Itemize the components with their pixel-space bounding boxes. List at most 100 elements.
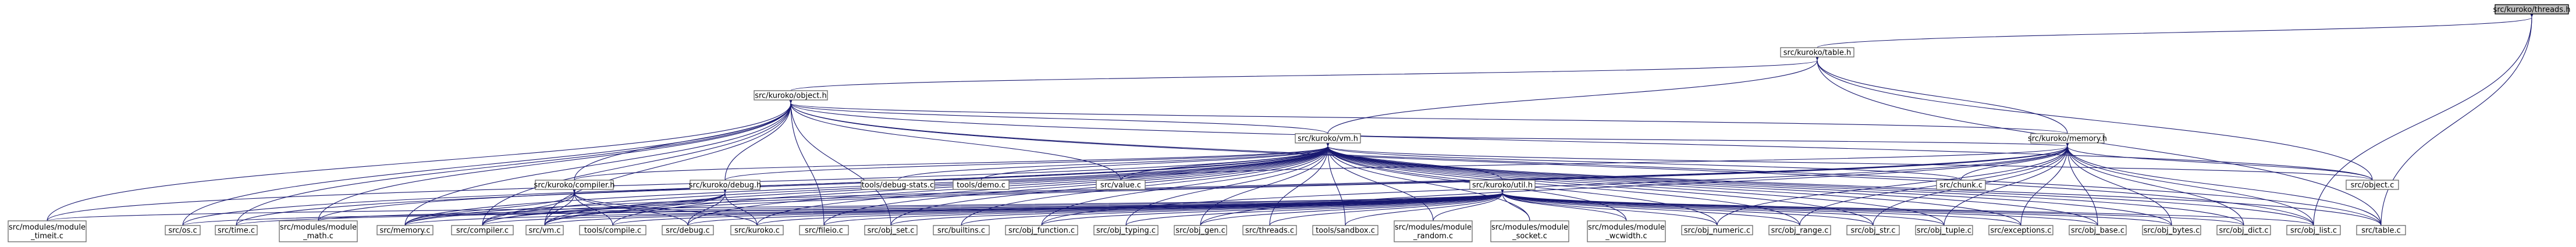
node-src-kuroko-compiler-h[interactable]: src/kuroko/compiler.h: [534, 180, 615, 190]
node-src-kuroko-table-h[interactable]: src/kuroko/table.h: [1780, 47, 1854, 58]
node-src-value-c[interactable]: src/value.c: [1096, 180, 1146, 190]
node-src-obj-typing-c[interactable]: src/obj_typing.c: [1093, 225, 1159, 235]
node-src-obj-tuple-c[interactable]: src/obj_tuple.c: [1915, 225, 1973, 235]
edge-src-modules-module-timeit-c-to-src-kuroko-vm-h: [47, 140, 1331, 221]
node-src-time-c[interactable]: src/time.c: [215, 225, 258, 235]
edge-src-chunk-c-to-src-kuroko-vm-h: [1325, 140, 1962, 181]
edge-src-vm-c-to-src-kuroko-util-h: [544, 187, 1505, 226]
edge-src-table-c-to-src-kuroko-vm-h: [1325, 140, 2382, 226]
node-label: src/value.c: [1100, 181, 1141, 190]
edge-src-object-c-to-src-kuroko-object-h: [788, 97, 2373, 181]
node-src-obj-function-c[interactable]: src/obj_function.c: [1005, 225, 1078, 235]
node-box: [2142, 225, 2201, 235]
node-box: [1096, 180, 1146, 190]
edge-src-obj-numeric-c-to-src-kuroko-memory-h: [1717, 140, 2070, 226]
node-src-table-c[interactable]: src/table.c: [2356, 225, 2406, 235]
node-tools-sandbox-c[interactable]: tools/sandbox.c: [1312, 225, 1378, 235]
node-src-kuroko-util-h[interactable]: src/kuroko/util.h: [1469, 180, 1536, 190]
node-src-obj-list-c[interactable]: src/obj_list.c: [2286, 225, 2341, 235]
node-src-modules-module-timeit-c[interactable]: src/modules/module_timeit.c: [8, 220, 87, 242]
node-src-exceptions-c[interactable]: src/exceptions.c: [1988, 225, 2053, 235]
node-label: src/obj_str.c: [1851, 227, 1896, 235]
node-src-modules-module-math-c[interactable]: src/modules/module_math.c: [279, 220, 358, 242]
node-src-modules-module-socket-c[interactable]: src/modules/module_socket.c: [1490, 220, 1569, 242]
node-label: src/time.c: [218, 227, 255, 235]
node-label: _socket.c: [1512, 232, 1547, 241]
node-src-object-c[interactable]: src/object.c: [2346, 180, 2399, 190]
node-src-debug-c[interactable]: src/debug.c: [662, 225, 714, 235]
node-label: _wcwidth.c: [1605, 232, 1647, 241]
node-src-modules-module-wcwidth-c[interactable]: src/modules/module_wcwidth.c: [1587, 220, 1666, 242]
edge-src-fileio-c-to-src-kuroko-util-h: [823, 187, 1505, 226]
edge-src-table-c-to-src-kuroko-threads-h: [2380, 11, 2535, 226]
edge-src-kuroko-c-to-src-kuroko-compiler-h: [571, 187, 758, 226]
edge-src-obj-range-c-to-src-kuroko-util-h: [1500, 187, 1800, 226]
node-box: [535, 180, 614, 190]
node-label: src/kuroko/memory.h: [2028, 135, 2107, 144]
node-tools-demo-c[interactable]: tools/demo.c: [953, 180, 1010, 190]
edge-src-object-c-to-src-kuroko-table-h: [1814, 54, 2373, 181]
node-label: src/kuroko/object.h: [755, 92, 827, 101]
edge-src-kuroko-object-h-to-src-kuroko-table-h: [790, 54, 1820, 91]
node-box: [2216, 225, 2271, 235]
node-src-obj-dict-c[interactable]: src/obj_dict.c: [2216, 225, 2271, 235]
node-tools-debug-stats-c[interactable]: tools/debug-stats.c: [861, 180, 935, 190]
node-label: src/obj_numeric.c: [1684, 227, 1750, 235]
edge-src-time-c-to-src-kuroko-object-h: [236, 97, 794, 226]
node-box: [1242, 225, 1297, 235]
node-src-obj-set-c[interactable]: src/obj_set.c: [864, 225, 918, 235]
node-src-obj-numeric-c[interactable]: src/obj_numeric.c: [1681, 225, 1753, 235]
node-src-obj-gen-c[interactable]: src/obj_gen.c: [1174, 225, 1227, 235]
node-box: [1490, 220, 1569, 242]
node-src-os-c[interactable]: src/os.c: [165, 225, 201, 235]
node-src-kuroko-memory-h[interactable]: src/kuroko/memory.h: [2028, 133, 2107, 144]
node-label: src/obj_range.c: [1771, 227, 1829, 235]
node-src-kuroko-vm-h[interactable]: src/kuroko/vm.h: [1295, 133, 1361, 144]
node-src-modules-module-random-c[interactable]: src/modules/module_random.c: [1394, 220, 1473, 242]
node-box: [451, 225, 514, 235]
nodes-layer: src/kuroko/threads.h src/kuroko/table.h sr…: [8, 4, 2571, 242]
node-label: _math.c: [303, 232, 333, 241]
node-label: tools/sandbox.c: [1316, 227, 1375, 235]
node-src-chunk-c[interactable]: src/chunk.c: [1936, 180, 1986, 190]
node-src-obj-str-c[interactable]: src/obj_str.c: [1846, 225, 1900, 235]
node-tools-compile-c[interactable]: tools/compile.c: [579, 225, 646, 235]
edge-tools-debug-stats-c-to-src-kuroko-vm-h: [897, 140, 1331, 181]
node-src-obj-range-c[interactable]: src/obj_range.c: [1768, 225, 1831, 235]
node-src-kuroko-c[interactable]: src/kuroko.c: [730, 225, 784, 235]
node-label: src/builtins.c: [937, 227, 985, 235]
node-box: [933, 225, 990, 235]
node-box: [2356, 225, 2406, 235]
node-src-obj-base-c[interactable]: src/obj_base.c: [2069, 225, 2127, 235]
node-src-kuroko-object-h[interactable]: src/kuroko/object.h: [754, 90, 828, 101]
node-box: [662, 225, 714, 235]
edge-src-obj-dict-c-to-src-kuroko-memory-h: [2065, 140, 2244, 226]
node-box: [215, 225, 258, 235]
node-box: [1936, 180, 1986, 190]
node-box: [1005, 225, 1078, 235]
node-label: src/kuroko/threads.h: [2493, 6, 2571, 15]
edge-src-debug-c-to-src-kuroko-util-h: [687, 187, 1505, 226]
node-src-obj-bytes-c[interactable]: src/obj_bytes.c: [2142, 225, 2201, 235]
node-box: [2495, 4, 2569, 15]
node-src-fileio-c[interactable]: src/fileio.c: [799, 225, 849, 235]
node-label: src/obj_function.c: [1008, 227, 1075, 235]
node-label: src/kuroko.c: [734, 227, 780, 235]
node-src-kuroko-threads-h: src/kuroko/threads.h: [2493, 4, 2571, 15]
node-src-builtins-c[interactable]: src/builtins.c: [933, 225, 990, 235]
node-box: [1174, 225, 1227, 235]
node-box: [1846, 225, 1900, 235]
node-src-compiler-c[interactable]: src/compiler.c: [451, 225, 514, 235]
node-src-memory-c[interactable]: src/memory.c: [376, 225, 434, 235]
edge-src-time-c-to-src-kuroko-util-h: [236, 187, 1505, 226]
edge-src-memory-c-to-src-kuroko-compiler-h: [404, 187, 577, 226]
edge-src-vm-c-to-src-kuroko-memory-h: [544, 140, 2070, 226]
node-box: [1915, 225, 1973, 235]
node-box: [525, 225, 564, 235]
node-src-kuroko-debug-h[interactable]: src/kuroko/debug.h: [689, 180, 762, 190]
node-src-vm-c[interactable]: src/vm.c: [525, 225, 564, 235]
node-box: [2286, 225, 2341, 235]
node-src-threads-c[interactable]: src/threads.c: [1242, 225, 1297, 235]
edge-src-vm-c-to-src-kuroko-debug-h: [544, 187, 728, 226]
node-label: _random.c: [1413, 232, 1453, 241]
